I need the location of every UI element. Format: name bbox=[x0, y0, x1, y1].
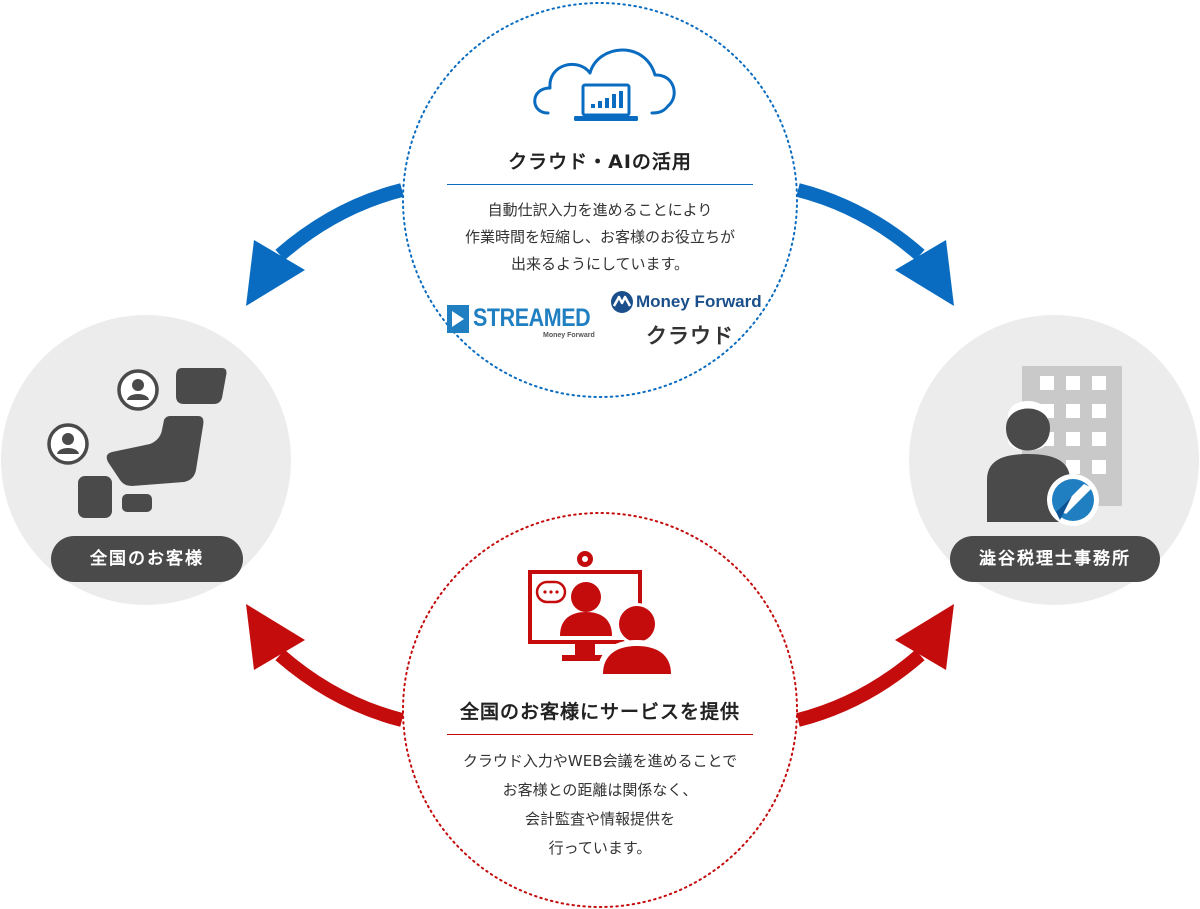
remote-service-line: 行っています。 bbox=[548, 839, 652, 857]
streamed-logo: STREAMED Money Forward bbox=[447, 304, 597, 344]
cloud-ai-title: クラウド・AIの活用 bbox=[508, 151, 692, 173]
customer-avatar-icon-2 bbox=[47, 423, 89, 465]
money-forward-logo-mark bbox=[611, 291, 633, 313]
remote-service-title: 全国のお客様にサービスを提供 bbox=[459, 701, 740, 723]
remote-service-line: 会計監査や情報提供を bbox=[524, 810, 675, 828]
streamed-logo-mark bbox=[447, 305, 469, 333]
streamed-logo-text: STREAMED bbox=[473, 304, 591, 332]
blue-arrow-left bbox=[246, 183, 404, 306]
tax-accountant-icon bbox=[987, 401, 1099, 526]
cloud-ai-line: 出来るようにしています。 bbox=[510, 255, 690, 273]
cloud-ai-dotted-circle bbox=[402, 2, 798, 398]
japan-map-icon bbox=[78, 368, 227, 518]
money-forward-logo-text: Money Forward bbox=[636, 292, 762, 311]
customers-label: 全国のお客様 bbox=[51, 536, 243, 582]
remote-service-line: クラウド入力やWEB会議を進めることで bbox=[462, 752, 738, 770]
remote-service-description: クラウド入力やWEB会議を進めることで お客様との距離は関係なく、 会計監査や情… bbox=[420, 747, 780, 863]
cloud-ai-text-block: クラウド・AIの活用 自動仕訳入力を進めることにより 作業時間を短縮し、お客様の… bbox=[420, 147, 780, 278]
streamed-logo-subtext: Money Forward bbox=[543, 332, 595, 339]
money-forward-cloud-text: クラウド bbox=[646, 324, 734, 348]
remote-service-dotted-circle bbox=[402, 512, 798, 908]
office-label: 澁谷税理士事務所 bbox=[950, 536, 1160, 582]
cloud-ai-divider bbox=[447, 184, 753, 185]
red-arrow-right bbox=[796, 604, 954, 727]
cloud-ai-description: 自動仕訳入力を進めることにより 作業時間を短縮し、お客様のお役立ちが 出来るよう… bbox=[420, 197, 780, 278]
customer-avatar-icon bbox=[117, 369, 159, 411]
cloud-laptop-icon bbox=[533, 48, 676, 121]
cloud-ai-line: 作業時間を短縮し、お客様のお役立ちが bbox=[464, 228, 735, 246]
cloud-ai-line: 自動仕訳入力を進めることにより bbox=[487, 201, 713, 219]
blue-arrow-right bbox=[796, 183, 954, 306]
red-arrow-left bbox=[246, 604, 404, 727]
video-conference-icon bbox=[528, 551, 678, 679]
remote-service-divider bbox=[447, 734, 753, 735]
remote-service-text-block: 全国のお客様にサービスを提供 クラウド入力やWEB会議を進めることで お客様との… bbox=[420, 697, 780, 863]
remote-service-line: お客様との距離は関係なく、 bbox=[502, 781, 698, 799]
